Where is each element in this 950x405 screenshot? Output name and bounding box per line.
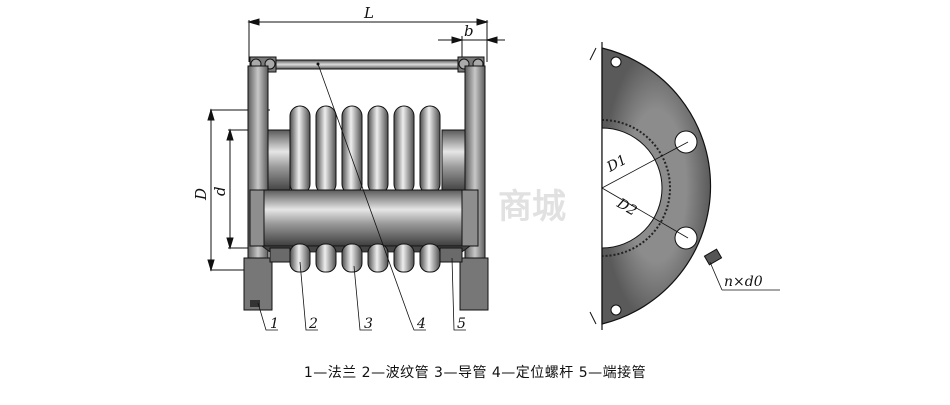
flange-end-view (589, 42, 780, 330)
part-leaders (257, 257, 466, 331)
dimension-L (247, 18, 489, 62)
bellows-upper (289, 105, 441, 195)
dimension-n-d0-label: n×d0 (724, 274, 763, 290)
dimension-d-label: d (211, 186, 229, 196)
end-connection-pipes (267, 129, 466, 193)
watermark-text: 商城 (498, 187, 566, 227)
part-number-1: 1 (270, 316, 279, 332)
guide-tube (249, 189, 479, 253)
part-number-3: 3 (364, 316, 373, 332)
part-number-4: 4 (416, 316, 426, 332)
tie-rod (249, 56, 485, 73)
bellows-lower (269, 243, 463, 273)
parts-legend: 1—法兰 2—波纹管 3—导管 4—定位螺杆 5—端接管 (303, 365, 647, 381)
dimension-b-label: b (464, 22, 474, 40)
dimension-b (438, 36, 505, 58)
leader-4 (317, 63, 411, 321)
part-number-2: 2 (308, 316, 318, 332)
dimension-D-label: D (192, 188, 210, 201)
dimension-L-label: L (363, 4, 374, 22)
part-number-5: 5 (457, 316, 466, 332)
